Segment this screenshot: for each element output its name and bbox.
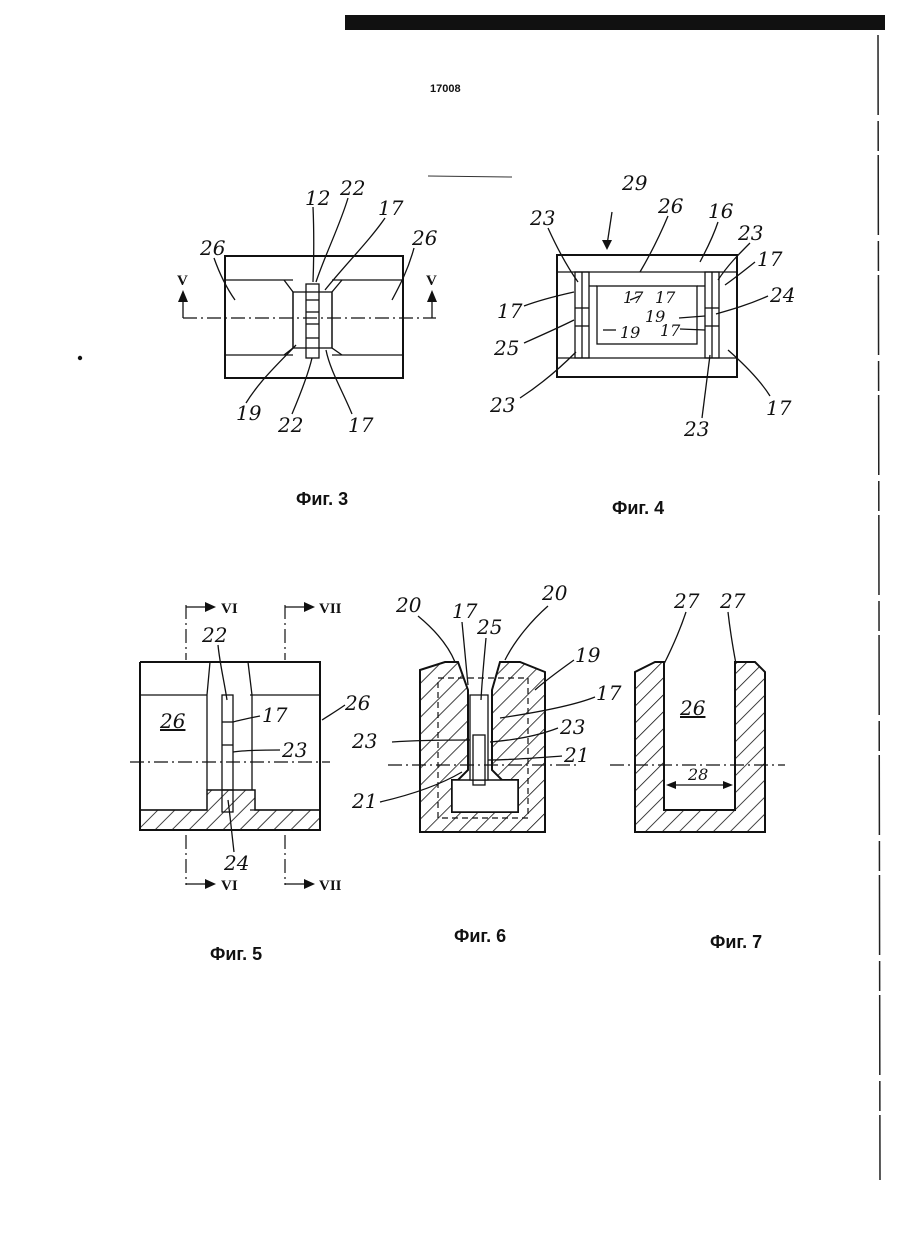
fig4-label-19-left: 19 [620,323,640,342]
figure-6: 20 17 25 20 19 17 23 23 21 21 Фиг. 6 [351,581,622,946]
fig5-section-VI-bottom: VI [221,878,238,894]
fig3-section-left: V [177,273,188,289]
fig3-label-26-left: 26 [199,236,226,260]
fig4-label-24: 24 [769,283,795,307]
figure-7: 27 27 26 28 Фиг. 7 [610,589,785,952]
fig5-label-22: 22 [201,623,227,647]
fig4-label-23-bottomleft: 23 [489,393,515,417]
fig3-label-12: 12 [305,186,330,210]
scan-dot [78,356,82,360]
fig5-caption: Фиг. 5 [210,944,262,964]
fig6-label-20-left: 20 [395,593,422,617]
fig6-label-17-top: 17 [452,599,478,623]
fig7-label-28: 28 [687,765,708,784]
fig6-label-21-left: 21 [351,789,377,813]
fig4-label-16: 16 [708,199,734,223]
fig6-label-17-right: 17 [596,681,622,705]
fig5-label-17: 17 [262,703,288,727]
fig4-caption: Фиг. 4 [612,498,664,518]
fig7-label-27-left: 27 [673,589,700,613]
fig7-label-27-right: 27 [719,589,746,613]
fig4-label-26: 26 [657,194,684,218]
fig5-label-24: 24 [223,851,249,875]
fig4-label-17-right-top: 17 [757,247,783,271]
fig3-label-17-bottom: 17 [348,413,374,437]
fig3-label-19: 19 [236,401,262,425]
figure-4: 29 26 16 23 23 17 17 17 17 17 17 24 19 1… [489,171,795,518]
fig6-caption: Фиг. 6 [454,926,506,946]
fig6-label-21-right: 21 [563,743,589,767]
fig3-label-22-top: 22 [339,176,365,200]
fig6-label-23-left: 23 [351,729,377,753]
fig3-label-17-top: 17 [378,196,404,220]
fig6-label-25: 25 [476,615,502,639]
fig7-label-26: 26 [679,696,706,720]
fig4-label-25: 25 [493,336,519,360]
fig4-label-17-inner-left: 17 [623,288,644,307]
fig5-label-26-left: 26 [159,709,186,733]
fig3-section-right: V [426,273,437,289]
fig4-label-23-topright: 23 [737,221,763,245]
page-number: 17008 [430,83,461,95]
fig5-section-VI-top: VI [221,601,238,617]
top-border-bar [345,15,885,30]
figure-5: VI VII VI VII 22 26 17 26 23 24 Фиг. 5 [130,601,371,964]
fig7-caption: Фиг. 7 [710,932,762,952]
fig5-label-23: 23 [281,738,307,762]
fig4-label-17-inner-right: 17 [655,288,676,307]
fig4-label-17-bottomright: 17 [766,396,792,420]
fig6-label-19: 19 [575,643,601,667]
right-margin-line [878,35,880,1180]
fig4-label-23-bottomright: 23 [683,417,709,441]
fig5-section-VII-bottom: VII [319,878,342,894]
fig5-section-VII-top: VII [319,601,342,617]
fig6-label-20-right: 20 [541,581,568,605]
fig6-label-23-right: 23 [559,715,585,739]
fig4-label-17-left: 17 [497,299,523,323]
fig4-label-23-topleft: 23 [529,206,555,230]
fig3-caption: Фиг. 3 [296,489,348,509]
fig3-label-26-right: 26 [411,226,438,250]
fig5-label-26-right: 26 [344,691,371,715]
fig4-label-19-right: 19 [645,307,665,326]
fig4-label-29: 29 [621,171,648,195]
scan-dash [428,176,512,177]
fig3-label-22-bottom: 22 [277,413,303,437]
figure-3: 12 22 17 26 26 19 22 17 V V Фиг. 3 [177,176,438,509]
